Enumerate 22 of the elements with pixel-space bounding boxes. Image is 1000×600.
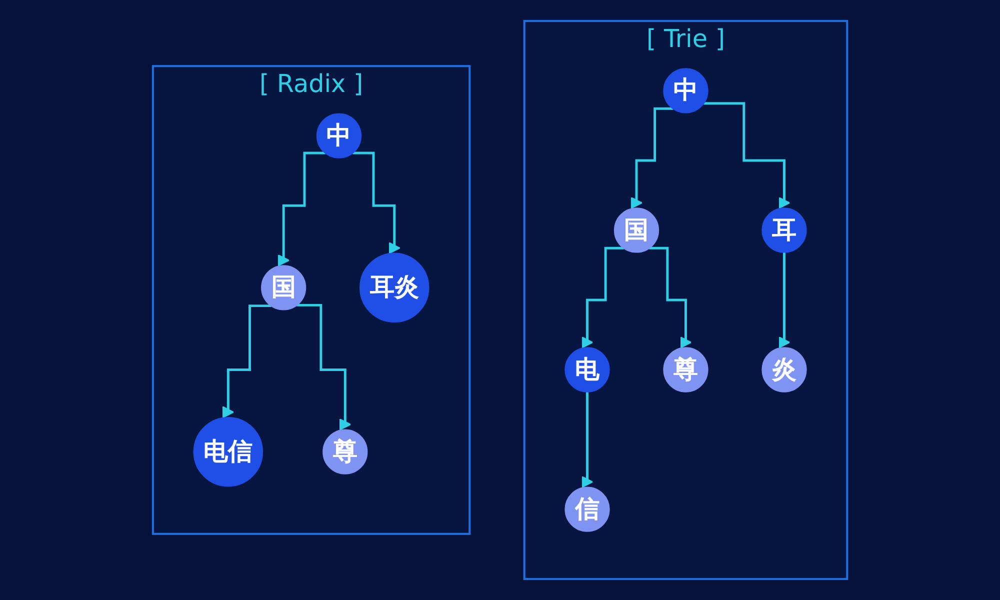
node-circle: 电信: [193, 416, 264, 487]
node-circle: 中: [663, 68, 708, 114]
node-circle: 国: [260, 265, 306, 310]
arrow: [778, 250, 790, 348]
node-circle: 中: [316, 113, 362, 158]
arrow: [704, 102, 790, 209]
arrow: [630, 107, 674, 209]
node-circle: 耳炎: [359, 252, 430, 323]
arrow: [222, 304, 272, 418]
node-circle: 信: [564, 486, 610, 532]
node-circle: 国: [614, 208, 660, 253]
arrow: [296, 304, 352, 430]
arrow: [581, 390, 594, 488]
arrow: [649, 246, 692, 348]
node-circle: 尊: [322, 429, 368, 474]
node-circle: 电: [564, 347, 610, 392]
arrow: [352, 152, 400, 254]
arrow: [581, 246, 624, 348]
arrow: [278, 152, 326, 266]
node-circle: 耳: [762, 208, 807, 253]
node-circle: 炎: [762, 347, 807, 392]
node-circle: 尊: [663, 347, 708, 392]
